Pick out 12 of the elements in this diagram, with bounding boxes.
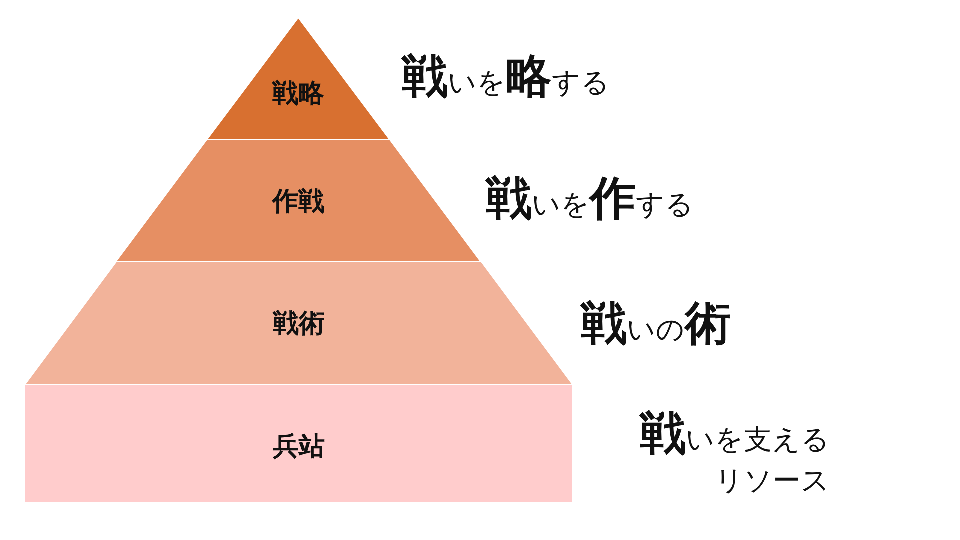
tier-label: 作戦: [270, 186, 326, 219]
pyramid-tier: [207, 18, 390, 140]
pyramid-tier: [116, 140, 481, 262]
pyramid-tier: [25, 262, 573, 385]
description-text: 戦いの術: [581, 295, 732, 352]
tier-label: 戦略: [271, 78, 326, 111]
base-band: [25, 385, 573, 503]
description-text: 戦いを略する: [402, 48, 611, 105]
description-text: 戦いを作する: [486, 170, 695, 227]
tier-label: 戦術: [272, 308, 326, 341]
description-text: 戦いを支えるリソース: [638, 405, 830, 498]
tier-label: 兵站: [272, 431, 326, 464]
